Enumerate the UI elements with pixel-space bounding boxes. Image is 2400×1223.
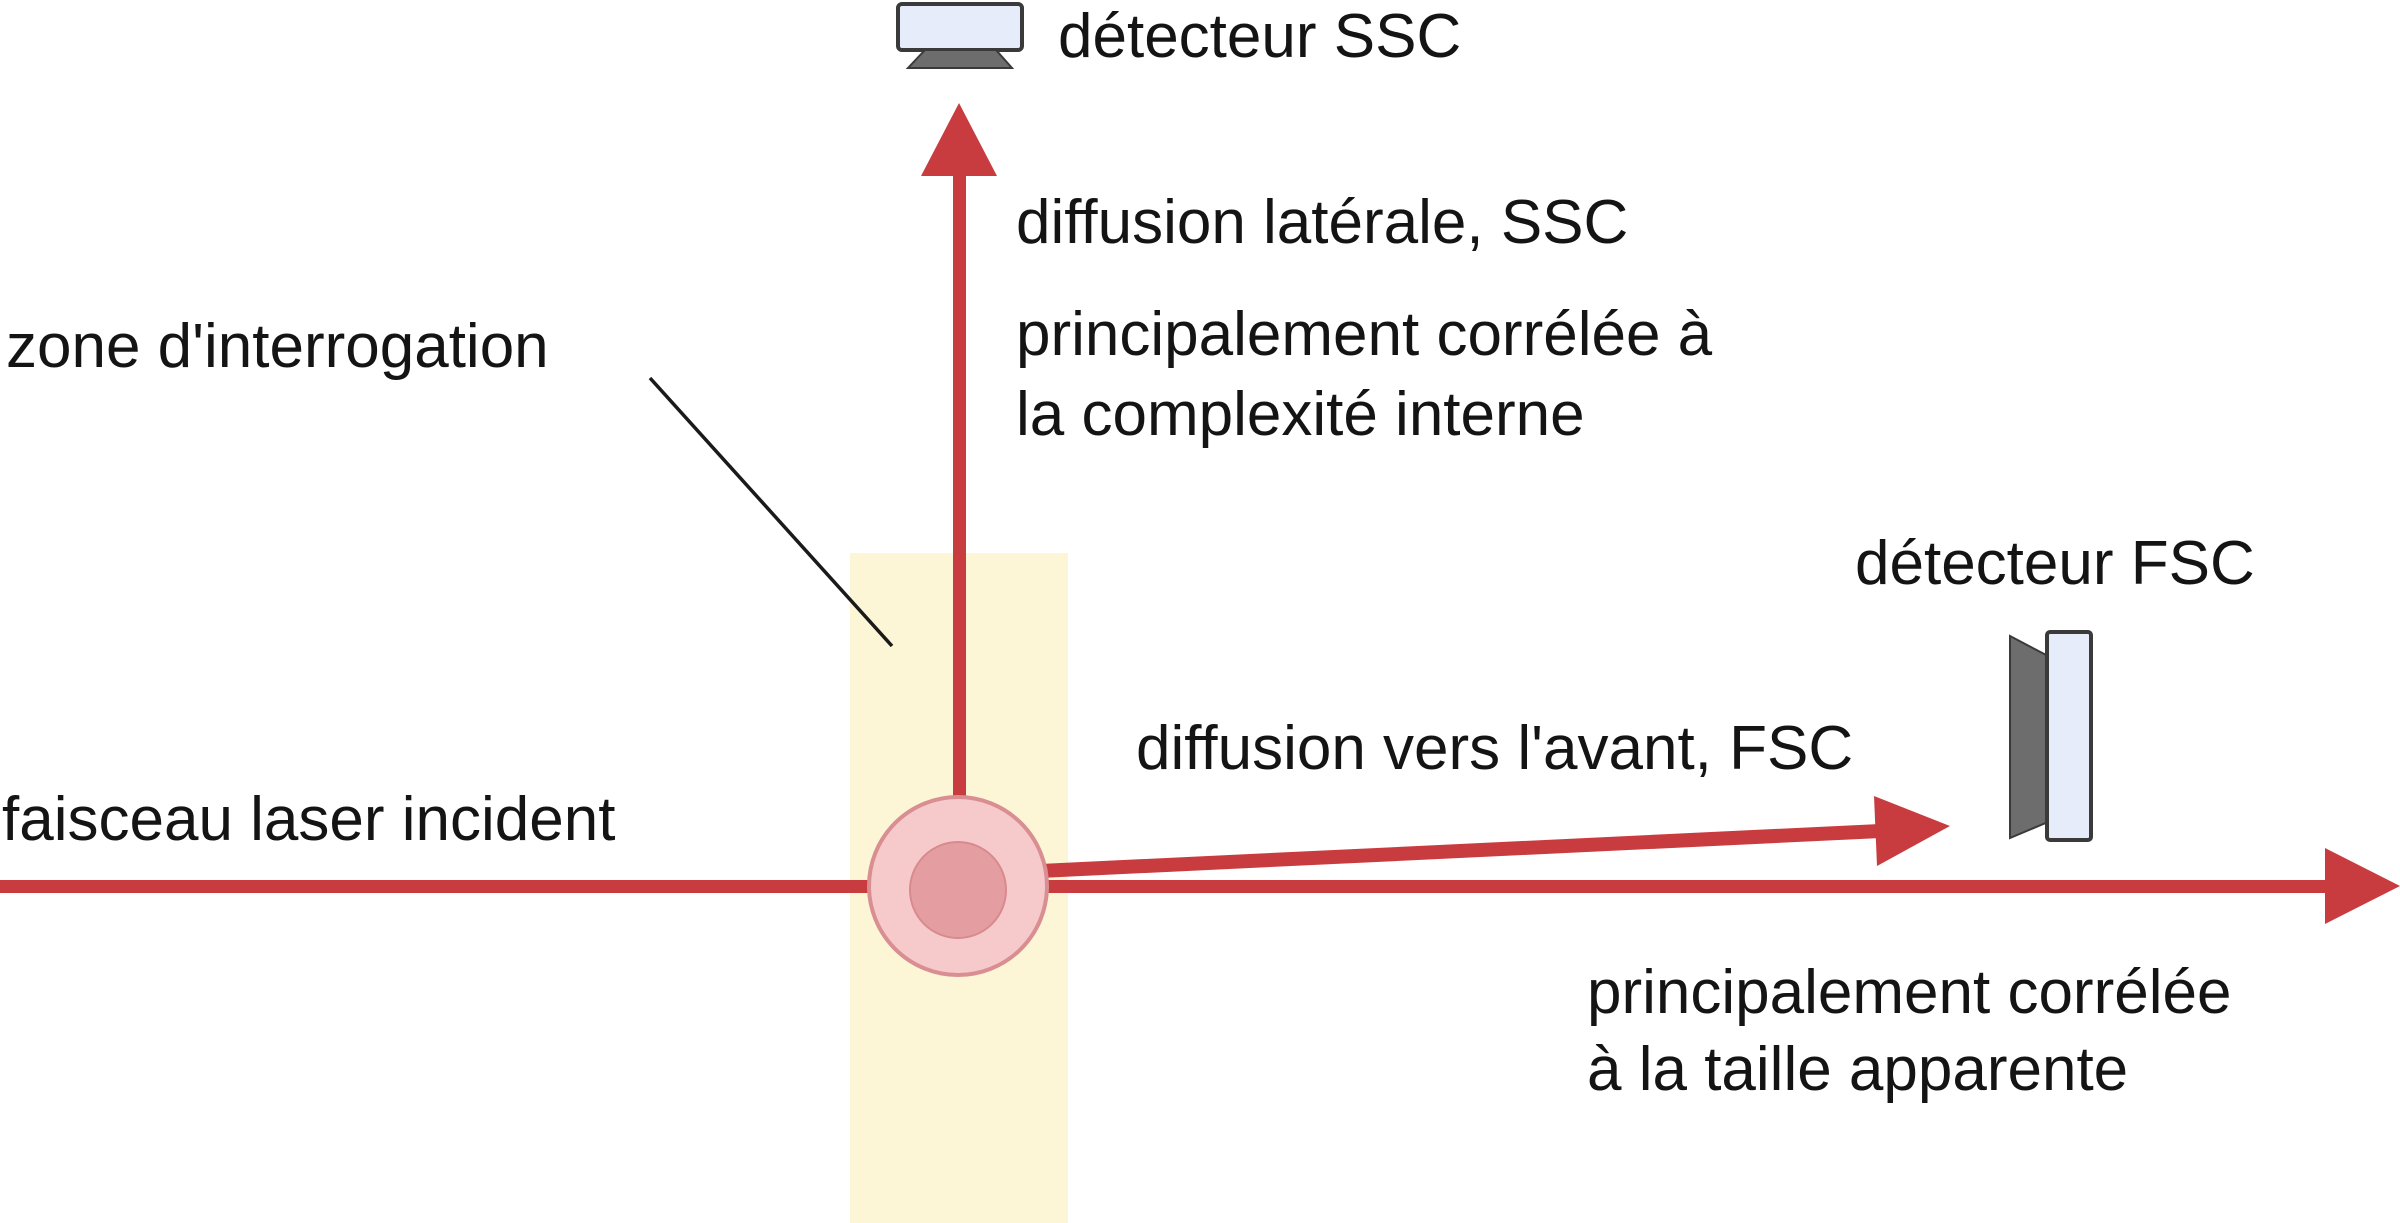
- incident-beam-arrow: [0, 848, 2400, 924]
- interrogation-zone-label: zone d'interrogation: [6, 312, 549, 381]
- fsc-description-line-1: principalement corrélée: [1587, 958, 2231, 1027]
- fsc-description-line-2: à la taille apparente: [1587, 1035, 2128, 1104]
- cell-particle: [867, 795, 1049, 977]
- ssc-detector-icon: [896, 2, 1024, 69]
- fsc-title-label: diffusion vers l'avant, FSC: [1136, 714, 1853, 783]
- interrogation-zone-leader-line: [648, 376, 894, 648]
- fsc-arrow: [1040, 796, 1950, 878]
- fsc-detector-label: détecteur FSC: [1855, 529, 2255, 598]
- ssc-title-label: diffusion latérale, SSC: [1016, 188, 1628, 257]
- ssc-description-line-1: principalement corrélée à: [1016, 300, 1713, 369]
- ssc-description-line-2: la complexité interne: [1016, 380, 1585, 449]
- ssc-arrow: [921, 103, 997, 800]
- fsc-detector-icon: [2009, 630, 2093, 842]
- incident-beam-label: faisceau laser incident: [2, 785, 615, 854]
- ssc-detector-label: détecteur SSC: [1058, 2, 1461, 71]
